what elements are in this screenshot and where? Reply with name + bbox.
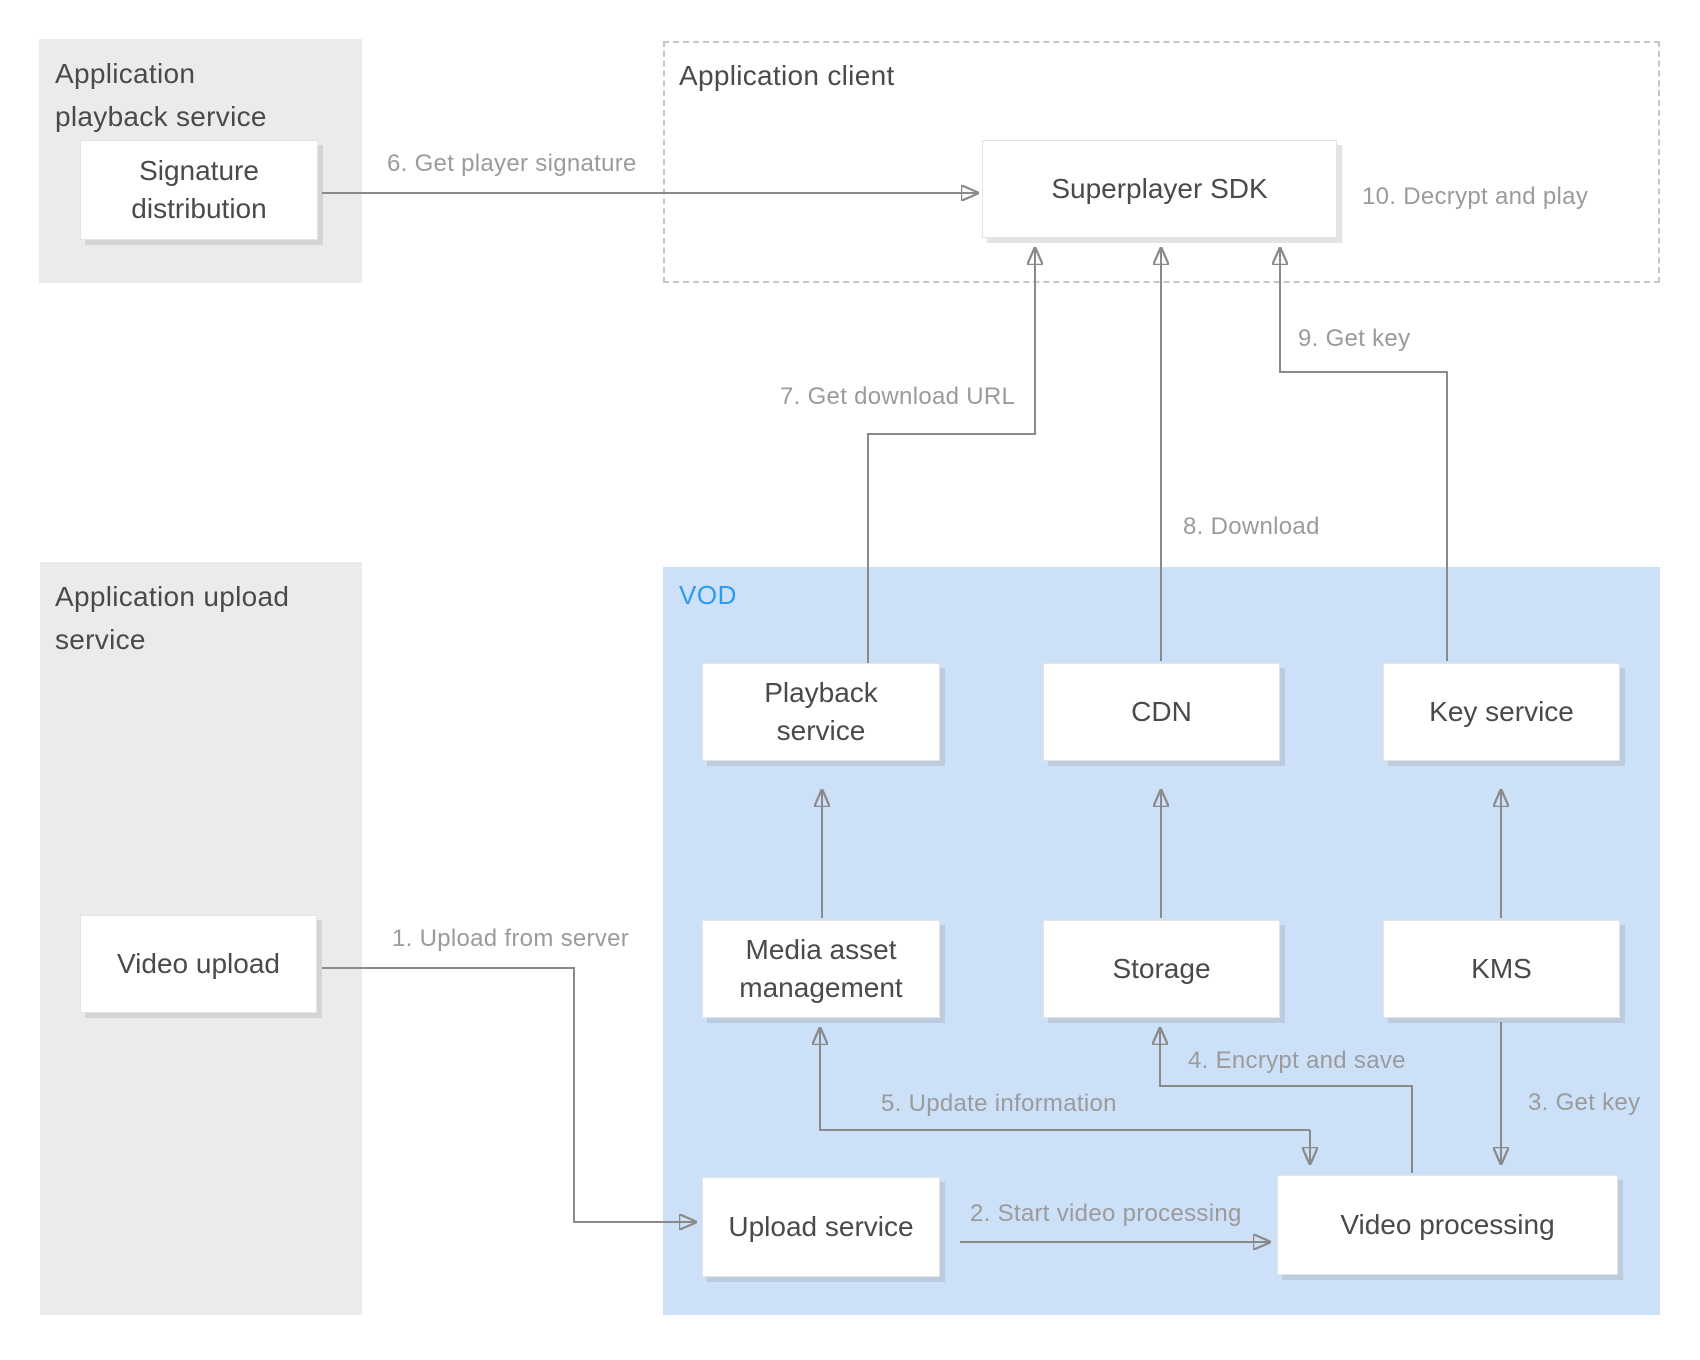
node-kms: KMS <box>1383 920 1620 1018</box>
node-label: Video processing <box>1340 1209 1555 1241</box>
node-media-asset-management: Media asset management <box>702 920 940 1018</box>
step-label-3-get-key: 3. Get key <box>1528 1089 1641 1116</box>
node-superplayer-sdk: Superplayer SDK <box>982 140 1337 238</box>
node-key-service: Key service <box>1383 663 1620 761</box>
panel-title-application-playback-service: Application playback service <box>55 58 267 133</box>
node-label: Media asset management <box>739 934 903 1003</box>
node-label: Upload service <box>728 1211 914 1243</box>
node-label: Video upload <box>117 948 280 980</box>
node-playback-service: Playback service <box>702 663 940 761</box>
step-label-1-upload-from-server: 1. Upload from server <box>392 925 630 952</box>
step-label-9-get-key: 9. Get key <box>1298 325 1411 352</box>
panel-title-application-client: Application client <box>679 60 895 91</box>
step-label-6-get-player-signature: 6. Get player signature <box>387 150 637 177</box>
node-video-upload: Video upload <box>80 915 317 1013</box>
node-upload-service: Upload service <box>702 1177 940 1277</box>
node-video-processing: Video processing <box>1277 1175 1618 1275</box>
node-cdn: CDN <box>1043 663 1280 761</box>
step-label-2-start-video-processing: 2. Start video processing <box>970 1200 1242 1227</box>
node-storage: Storage <box>1043 920 1280 1018</box>
node-label: Superplayer SDK <box>1051 173 1268 205</box>
step-label-7-get-download-url: 7. Get download URL <box>780 383 1016 410</box>
step-label-4-encrypt-and-save: 4. Encrypt and save <box>1188 1047 1406 1074</box>
node-label: Key service <box>1429 696 1574 728</box>
panel-title-application-upload-service: Application upload service <box>55 581 290 656</box>
step-label-10-decrypt-and-play: 10. Decrypt and play <box>1362 183 1589 210</box>
node-label: Storage <box>1112 953 1211 985</box>
node-label: KMS <box>1471 953 1532 985</box>
step-label-5-update-information: 5. Update information <box>881 1090 1117 1117</box>
arrow-1-upload-from-server <box>322 967 696 1222</box>
panel-title-vod: VOD <box>679 580 737 610</box>
node-label: Playback service <box>764 677 878 746</box>
step-label-8-download: 8. Download <box>1183 513 1320 540</box>
node-label: Signature distribution <box>131 155 267 224</box>
node-label: CDN <box>1131 696 1192 728</box>
node-signature-distribution: Signature distribution <box>80 140 318 240</box>
